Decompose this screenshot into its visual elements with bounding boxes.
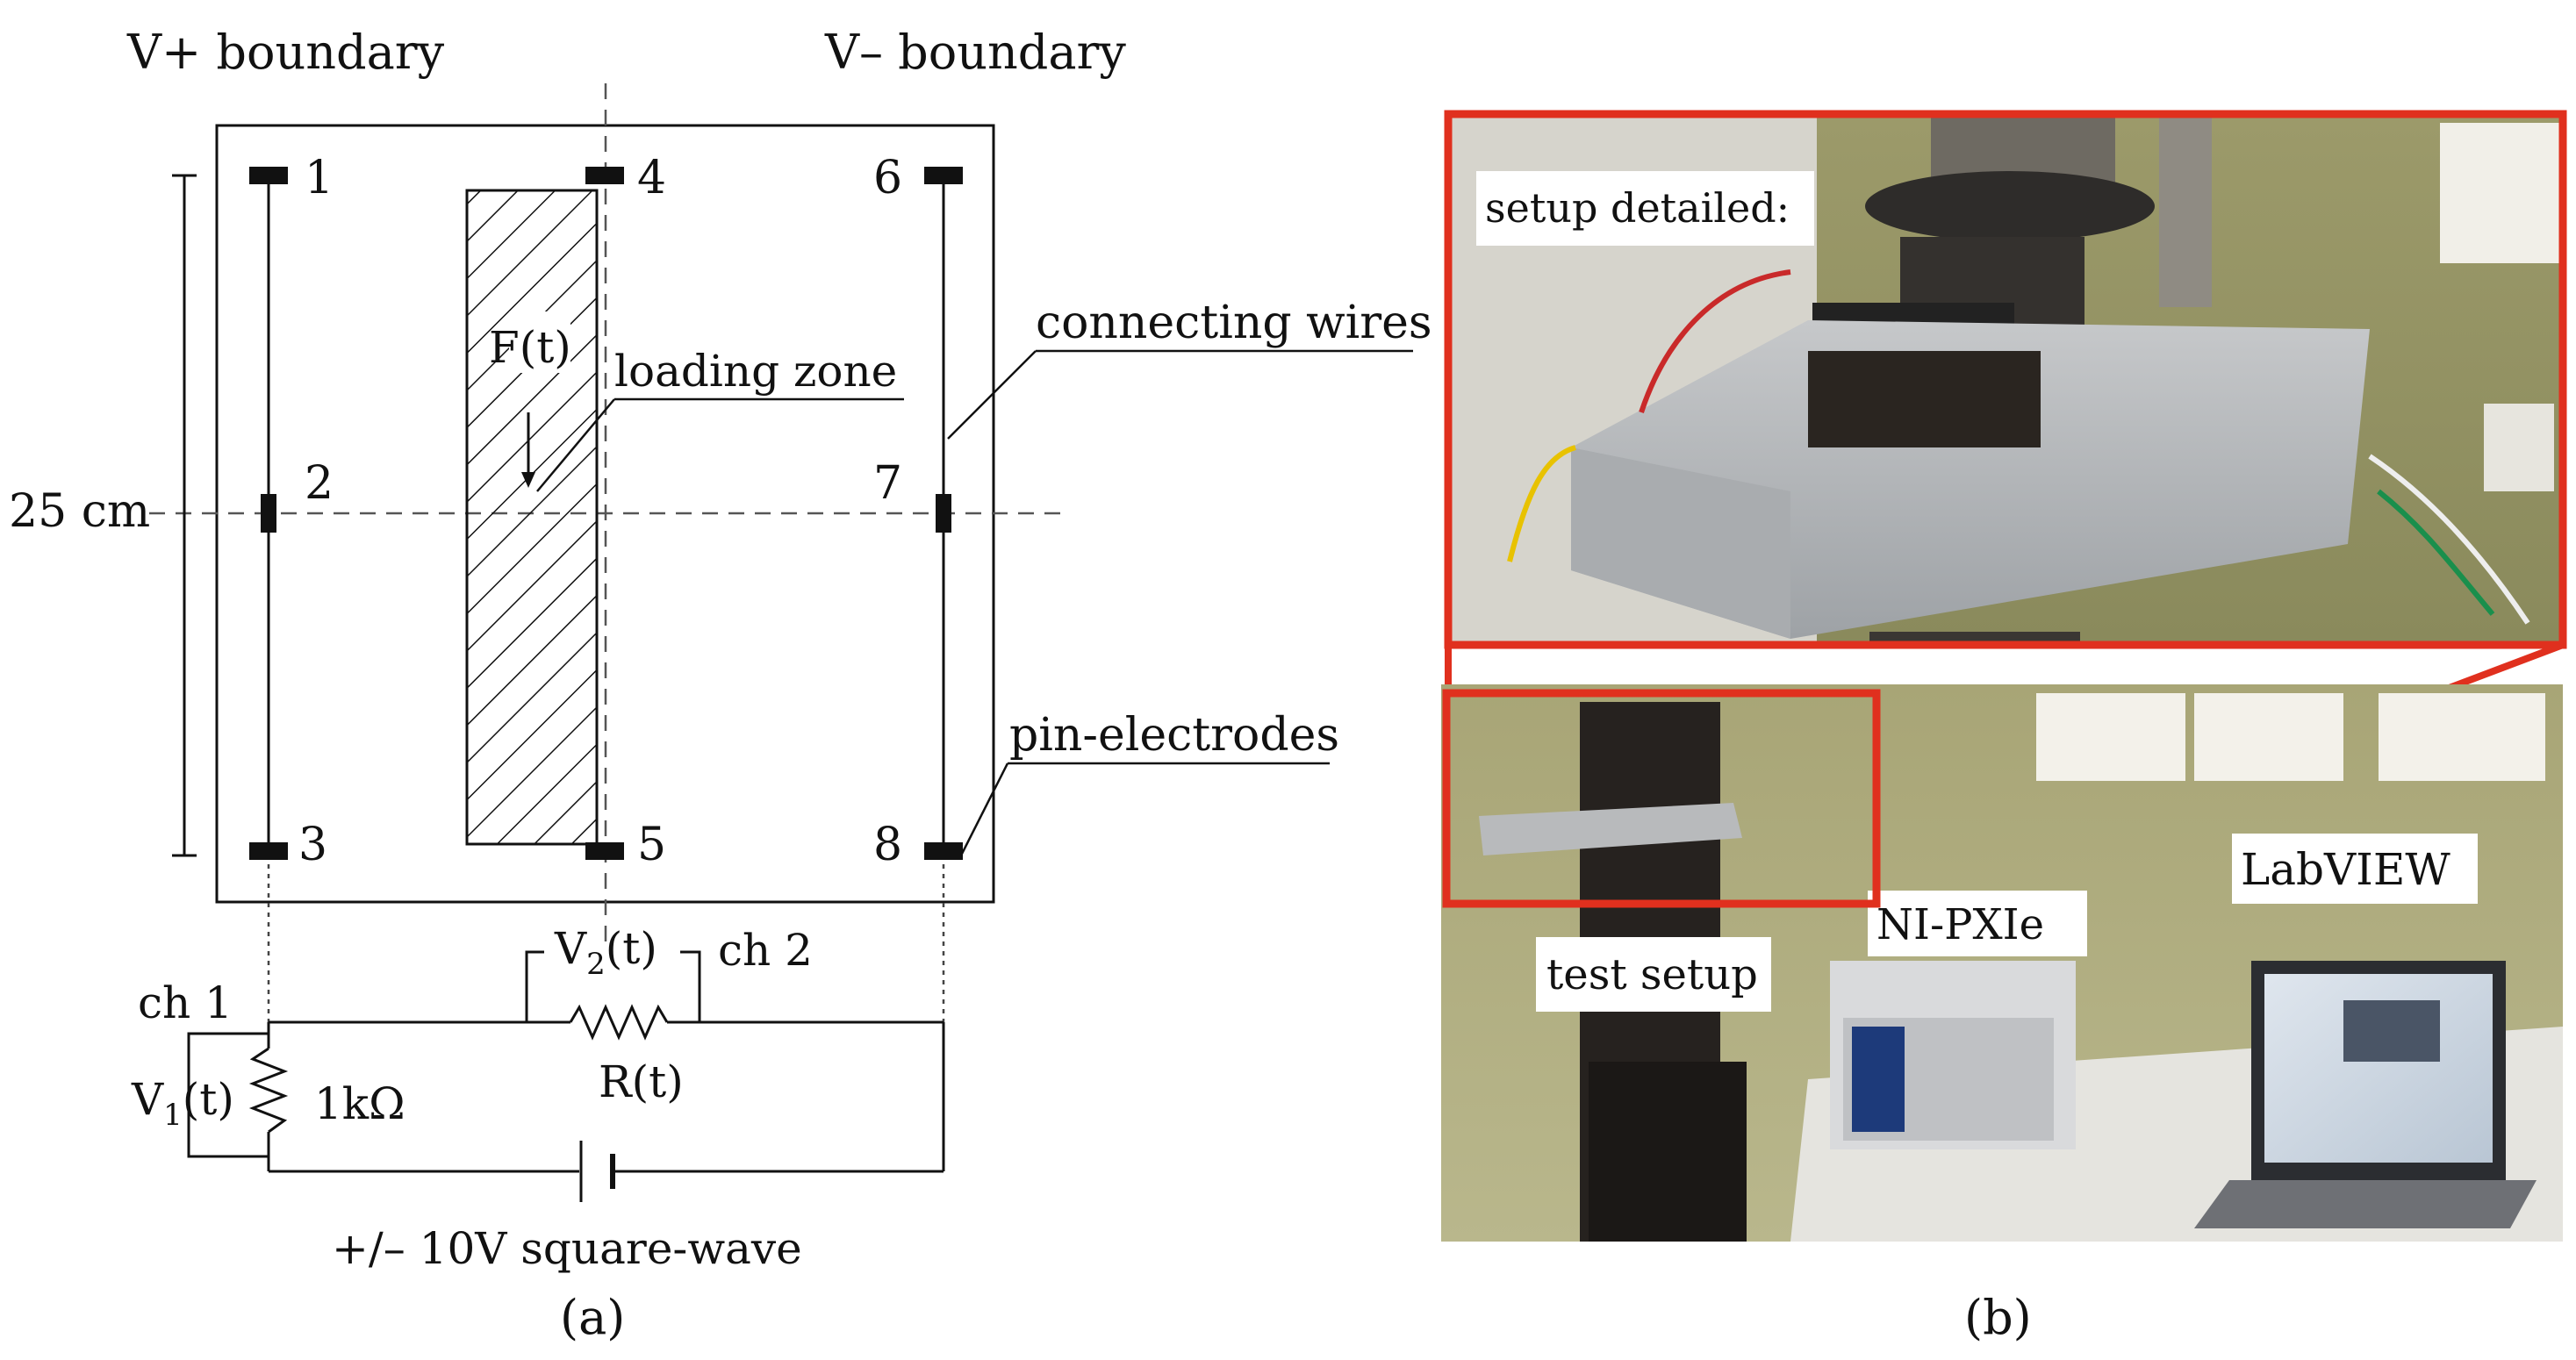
v2-label: V2(t) — [554, 923, 657, 982]
zoom-region-frame — [1442, 689, 1881, 908]
ni-pxie-label-bg — [1868, 891, 2087, 956]
electrode-2 — [261, 494, 276, 533]
ch2-bracket-right — [680, 950, 701, 1022]
loading-zone-label-bg — [610, 347, 895, 395]
electrode-label-6: 6 — [873, 152, 902, 204]
ni-pxie-module — [1852, 1027, 1905, 1132]
detail-load-plate — [1808, 351, 2041, 447]
detail-green-wire — [2377, 489, 2495, 616]
lab-press-base — [1589, 1062, 1747, 1242]
dimension-label-bg — [4, 487, 149, 540]
electrode-label-5: 5 — [637, 819, 666, 871]
setup-detailed-label: setup detailed: — [1485, 184, 1790, 232]
variable-resistor-symbol — [569, 1004, 669, 1041]
detail-frame — [1444, 110, 2567, 649]
test-setup-label: test setup — [1546, 950, 1758, 999]
electrode-label-7: 7 — [873, 457, 902, 510]
caption-b: (b) — [1964, 1290, 2032, 1345]
caption-a: (a) — [560, 1290, 625, 1345]
lab-poster-1 — [2036, 693, 2185, 781]
force-arrow-head — [521, 472, 535, 488]
dimension-label: 25 cm — [9, 485, 150, 538]
photo-full-setup: test setup NI-PXIe LabVIEW — [1441, 684, 2563, 1242]
electrode-8 — [924, 842, 963, 860]
measurement-circuit — [187, 950, 945, 1173]
detail-yellow-wire — [1507, 445, 1576, 562]
detail-column — [2159, 114, 2212, 307]
laptop-screen-window — [2343, 1000, 2440, 1062]
electrode-6 — [924, 167, 963, 184]
variable-resistor-label: R(t) — [599, 1056, 684, 1107]
v-minus-boundary-label: V– boundary — [824, 25, 1126, 80]
loading-zone-rect — [465, 189, 599, 846]
detail-white-wire — [2368, 454, 2530, 625]
labview-label-bg — [2232, 834, 2478, 904]
detail-press-disc — [1865, 171, 2155, 241]
lab-poster-3 — [2379, 693, 2545, 781]
pin-electrodes-leader — [959, 762, 1009, 856]
connecting-wires-label: connecting wires — [1036, 297, 1432, 349]
detail-red-wire — [1639, 269, 1791, 413]
detail-cylinder — [2484, 404, 2554, 491]
test-setup-label-bg — [1536, 937, 1771, 1012]
electrode-3 — [249, 842, 288, 860]
source-label: +/– 10V square-wave — [332, 1223, 802, 1274]
loading-zone-leader — [536, 398, 615, 492]
ch2-bracket-left — [525, 950, 544, 1022]
lab-slab — [1479, 803, 1742, 855]
lab-poster-2 — [2194, 693, 2343, 781]
electrode-label-4: 4 — [637, 152, 666, 204]
electrode-7 — [936, 494, 951, 533]
electrode-1 — [249, 167, 288, 184]
detail-slab-side — [1571, 447, 1790, 639]
v-plus-boundary-label: V+ boundary — [126, 25, 445, 80]
laptop-base — [2194, 1180, 2537, 1228]
electrode-4 — [585, 167, 624, 184]
electrode-label-2: 2 — [305, 457, 334, 510]
electrode-label-8: 8 — [873, 819, 902, 871]
electrode-5 — [585, 842, 624, 860]
electrode-label-3: 3 — [298, 819, 327, 871]
electrode-label-1: 1 — [305, 152, 334, 204]
panel-b-photos: setup detailed: — [1441, 110, 2567, 1345]
ch1-bracket — [187, 1032, 269, 1158]
loading-zone-label: loading zone — [614, 346, 897, 397]
setup-detailed-label-bg — [1476, 171, 1814, 246]
ch2-label: ch 2 — [718, 925, 813, 976]
panel-a-schematic: V+ boundary V– boundary F(t) loading zon… — [4, 25, 1432, 1345]
labview-label: LabVIEW — [2241, 844, 2450, 895]
pin-electrodes-label: pin-electrodes — [1009, 709, 1339, 762]
v1-label: V1(t) — [131, 1074, 234, 1133]
detail-poster — [2440, 123, 2563, 263]
ni-pxie-label: NI-PXIe — [1876, 900, 2044, 949]
fixed-resistor-label: 1kΩ — [314, 1078, 405, 1129]
photo-setup-detailed: setup detailed: — [1444, 110, 2567, 649]
fixed-resistor-symbol — [248, 1047, 289, 1134]
connecting-wires-leader — [947, 350, 1037, 440]
force-label-bg — [509, 311, 570, 373]
force-label: F(t) — [489, 322, 571, 373]
ch1-label: ch 1 — [138, 977, 233, 1028]
